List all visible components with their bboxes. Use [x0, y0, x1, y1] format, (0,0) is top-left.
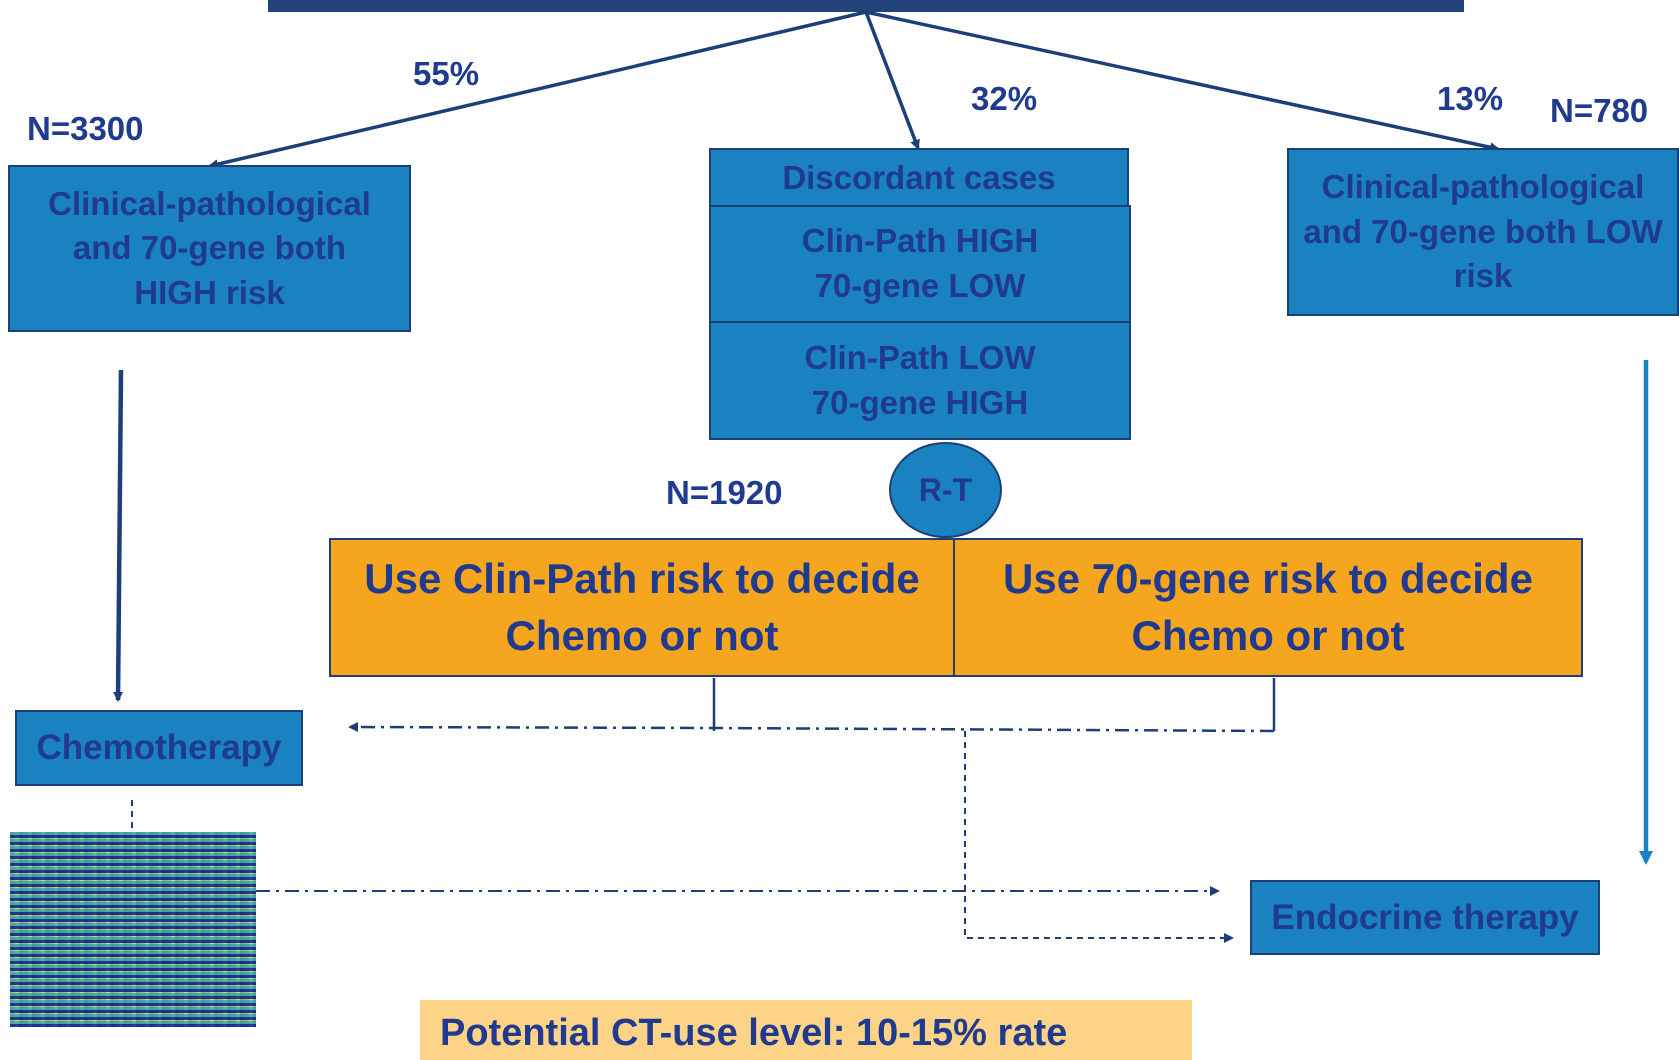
count-right: N=780 — [1550, 92, 1649, 129]
discordant-a-line-2: 70-gene LOW — [814, 267, 1026, 304]
high-risk-box: Clinical-pathological and 70-gene both H… — [8, 165, 411, 332]
percent-right: 13% — [1437, 80, 1504, 117]
low-risk-line-3: risk — [1453, 257, 1513, 295]
discordant-header-label: Discordant cases — [782, 159, 1056, 196]
low-risk-line-1: Clinical-pathological — [1321, 168, 1645, 206]
chemotherapy-box: Chemotherapy — [15, 710, 303, 786]
arrow-to-chemotherapy — [113, 369, 124, 702]
percent-left: 55% — [413, 55, 480, 92]
discordant-clinpath-low-box: Clin-Path LOW 70-gene HIGH — [709, 321, 1131, 440]
discordant-b-line-2: 70-gene HIGH — [811, 383, 1029, 421]
dashed-to-endocrine-lower — [964, 731, 1234, 943]
potential-ct-callout: Potential CT-use level: 10-15% rate — [420, 1000, 1192, 1060]
discordant-b-line-1: Clin-Path LOW — [804, 338, 1036, 376]
use-70gene-box: Use 70-gene risk to decide Chemo or not — [953, 538, 1583, 677]
top-banner — [268, 0, 1464, 12]
discordant-a-line-1: Clin-Path HIGH — [801, 222, 1039, 260]
high-risk-line-3: HIGH risk — [134, 273, 285, 311]
arrow-to-low-risk — [865, 10, 1500, 153]
percent-middle: 32% — [971, 80, 1038, 117]
count-left: N=3300 — [27, 110, 144, 147]
high-risk-line-1: Clinical-pathological — [48, 184, 371, 222]
use-clinpath-line-2: Chemo or not — [505, 611, 779, 659]
low-risk-line-2: and 70-gene both LOW — [1303, 212, 1663, 250]
use-70gene-line-2: Chemo or not — [1131, 611, 1405, 659]
gene-expression-heatmap — [10, 832, 256, 1027]
discordant-clinpath-high-box: Clin-Path HIGH 70-gene LOW — [709, 205, 1131, 323]
arrow-to-discordant — [864, 11, 920, 150]
randomization-circle: R-T — [889, 442, 1002, 538]
high-risk-line-2: and 70-gene both — [72, 229, 347, 267]
potential-ct-label: Potential CT-use level: 10-15% rate — [440, 1012, 1068, 1054]
dashed-merge-line — [348, 722, 1275, 733]
endocrine-label: Endocrine therapy — [1271, 897, 1579, 937]
randomization-label: R-T — [918, 471, 973, 508]
connector-layer — [113, 0, 1653, 943]
use-70gene-line-1: Use 70-gene risk to decide — [1003, 554, 1533, 602]
arrow-to-high-risk — [208, 10, 867, 170]
count-middle: N=1920 — [666, 474, 783, 511]
use-clinpath-box: Use Clin-Path risk to decide Chemo or no… — [329, 538, 955, 677]
discordant-header-box: Discordant cases — [709, 148, 1129, 208]
low-risk-box: Clinical-pathological and 70-gene both L… — [1287, 148, 1679, 316]
use-clinpath-line-1: Use Clin-Path risk to decide — [364, 554, 920, 602]
chemotherapy-label: Chemotherapy — [36, 728, 282, 767]
endocrine-therapy-box: Endocrine therapy — [1250, 880, 1600, 955]
